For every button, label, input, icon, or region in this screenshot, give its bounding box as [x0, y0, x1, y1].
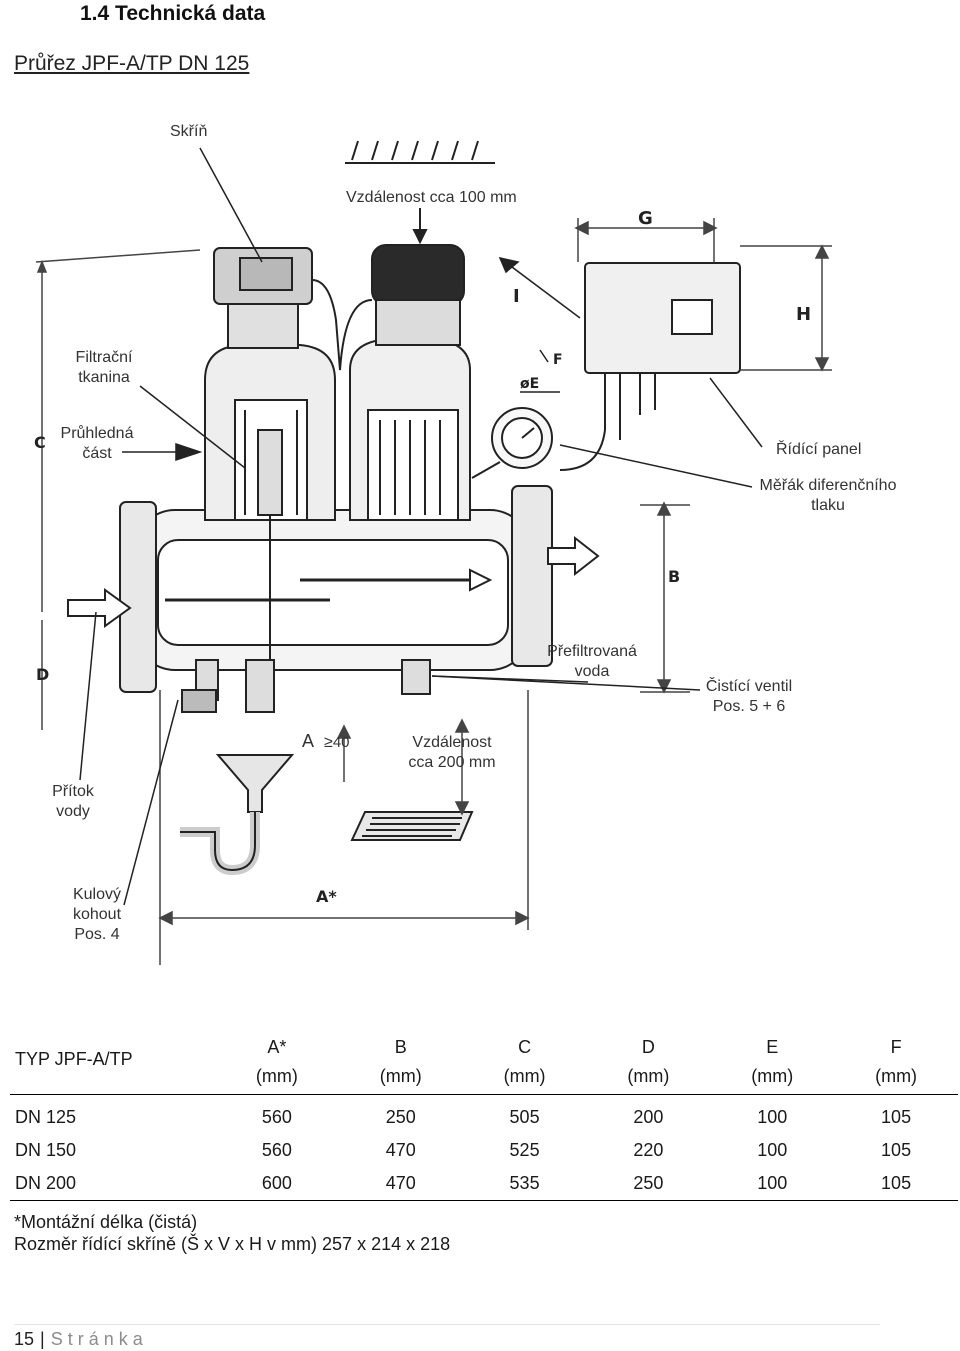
label-a-letter: A — [302, 731, 314, 751]
figure-title: Průřez JPF-A/TP DN 125 — [14, 52, 250, 75]
dim-letter-f: F — [553, 352, 563, 368]
dim-letter-c: C — [34, 433, 46, 452]
label-pruhledna-line2: část — [82, 445, 112, 462]
note-control-box-size: Rozměr řídící skříně (Š x V x H v mm) 25… — [14, 1234, 451, 1254]
table-row: DN 150 560 470 525 220 100 105 — [10, 1134, 958, 1167]
label-kulovy-kohout: Kulový kohout Pos. 4 — [66, 885, 128, 945]
table-header-b: B — [394, 1037, 407, 1057]
label-merak-line2: tlaku — [811, 497, 845, 514]
label-merak-tlaku: Měřák diferenčního tlaku — [752, 476, 904, 516]
table-units-row: (mm) (mm) (mm) (mm) (mm) (mm) — [10, 1058, 958, 1095]
label-vzdalenost-200-line2: cca 200 mm — [408, 754, 496, 771]
label-vzdalenost-100: Vzdálenost cca 100 mm — [346, 189, 517, 206]
label-prefiltrovana-line2: voda — [574, 663, 610, 680]
footer-separator: | — [40, 1329, 45, 1349]
section-heading: 1.4 Technická data — [80, 2, 265, 26]
table-header-a: A* — [267, 1037, 287, 1057]
dim-letter-i: I — [513, 286, 520, 307]
table-unit: (mm) — [215, 1058, 339, 1095]
dim-letter-d: D — [36, 665, 49, 684]
table-cell: 470 — [338, 1167, 463, 1201]
label-filtracni-line2: tkanina — [78, 369, 130, 386]
label-filtracni-line1: Filtrační — [75, 349, 133, 366]
table-header-e: E — [766, 1037, 779, 1057]
dim-letter-h: H — [796, 304, 811, 325]
table-unit: (mm) — [710, 1058, 835, 1095]
technical-data-table: TYP JPF-A/TP A* B C D E F (mm) (mm) (mm)… — [10, 1024, 958, 1201]
label-cistici-line2: Pos. 5 + 6 — [712, 698, 786, 715]
table-cell: 600 — [215, 1167, 339, 1201]
table-cell: 525 — [509, 1140, 540, 1160]
label-pruhledna-line1: Průhledná — [60, 425, 134, 442]
table-cell: 105 — [834, 1167, 958, 1201]
label-cistici-line1: Čistící ventil — [705, 678, 793, 695]
label-cistici-ventil: Čistící ventil Pos. 5 + 6 — [700, 677, 798, 717]
table-cell: 105 — [881, 1107, 912, 1127]
table-cell: 535 — [462, 1167, 587, 1201]
page-footer: 15|Stránka — [14, 1329, 148, 1350]
footer-divider — [14, 1324, 880, 1325]
label-vzdalenost-200: Vzdálenost cca 200 mm — [402, 733, 502, 773]
label-pritok-vody: Přítok vody — [46, 782, 100, 822]
label-pritok-line1: Přítok — [52, 783, 94, 800]
table-cell: 200 — [633, 1107, 664, 1127]
table-cell: 250 — [586, 1167, 711, 1201]
table-cell: 560 — [261, 1140, 292, 1160]
label-prefiltrovana-voda: Přefiltrovaná voda — [540, 642, 644, 682]
table-row: DN 125 560 250 505 200 100 105 — [10, 1095, 958, 1135]
table-header-row: TYP JPF-A/TP A* B C D E F — [10, 1024, 958, 1095]
note-mounting-length: *Montážní délka (čistá) — [14, 1212, 198, 1232]
label-vzdalenost-200-line1: Vzdálenost — [412, 734, 492, 751]
label-pritok-line2: vody — [56, 803, 90, 820]
cross-section-drawing: G H I F øE C B D A* — [34, 140, 832, 965]
section-number: 1.4 — [80, 2, 110, 25]
table-cell: 100 — [710, 1167, 835, 1201]
label-skrin: Skříň — [170, 123, 208, 140]
table-header-d: D — [641, 1037, 655, 1057]
label-kulovy-line2: kohout — [72, 906, 122, 923]
table-header-f: F — [890, 1037, 902, 1057]
table-notes: *Montážní délka (čistá) Rozměr řídící sk… — [14, 1211, 450, 1255]
label-kulovy-line1: Kulový — [72, 886, 122, 903]
label-ge-symbol: ≥ — [324, 734, 333, 751]
page-word: Stránka — [50, 1329, 148, 1349]
table-unit: (mm) — [338, 1058, 463, 1095]
dim-letter-a: A* — [316, 887, 337, 906]
table-header-type: TYP JPF-A/TP — [10, 1024, 215, 1095]
table-cell: 560 — [261, 1107, 292, 1127]
section-title: Technická data — [115, 2, 266, 25]
table-header-c: C — [518, 1037, 532, 1057]
table-cell-type: DN 125 — [15, 1107, 77, 1127]
page-number: 15 — [14, 1329, 35, 1349]
table-cell-type: DN 150 — [15, 1140, 77, 1160]
table-cell: 250 — [385, 1107, 416, 1127]
ceiling-hatch — [345, 140, 495, 164]
table-cell: 505 — [509, 1107, 540, 1127]
label-kulovy-line3: Pos. 4 — [74, 926, 120, 943]
table-cell: 100 — [757, 1107, 788, 1127]
table-cell: 220 — [633, 1140, 664, 1160]
table-cell: 470 — [385, 1140, 416, 1160]
table-unit: (mm) — [834, 1058, 958, 1095]
dim-letter-g: G — [638, 208, 653, 229]
label-ridici-panel: Řídící panel — [776, 441, 862, 458]
dim-letter-b: B — [668, 567, 680, 586]
table-cell: 105 — [881, 1140, 912, 1160]
dim-letter-e: øE — [520, 376, 539, 392]
label-merak-line1: Měřák diferenčního — [759, 477, 897, 494]
label-a-min-40: A ≥40 — [302, 731, 350, 753]
table-cell-type: DN 200 — [10, 1167, 215, 1201]
table-unit: (mm) — [462, 1058, 587, 1095]
table-row: DN 200 600 470 535 250 100 105 — [10, 1167, 958, 1201]
label-filtracni-tkanina: Filtrační tkanina — [62, 348, 146, 388]
label-a-value: 40 — [332, 734, 350, 751]
table-cell: 100 — [757, 1140, 788, 1160]
label-pruhledna-cast: Průhledná část — [52, 424, 142, 464]
table-unit: (mm) — [586, 1058, 711, 1095]
label-prefiltrovana-line1: Přefiltrovaná — [547, 643, 637, 660]
